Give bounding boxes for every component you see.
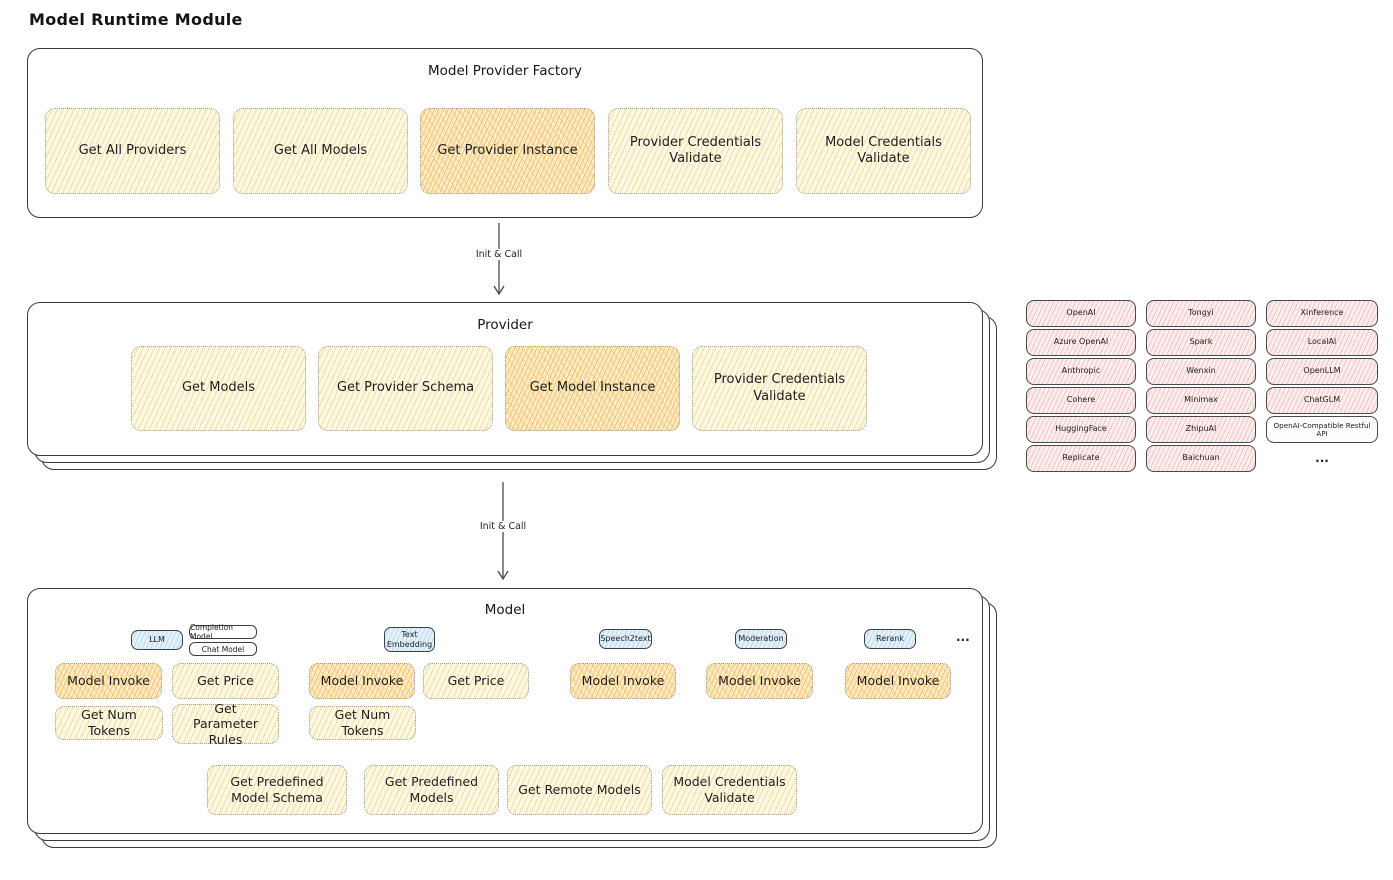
tag-chat-model: Chat Model (189, 642, 257, 656)
card-get-model-instance: Get Model Instance (505, 346, 680, 431)
provider-title: Provider (477, 317, 533, 333)
card-model-invoke-text-embedding: Model Invoke (309, 663, 415, 699)
card-get-price-text-embedding: Get Price (423, 663, 529, 699)
page-title: Model Runtime Module (29, 10, 243, 29)
arrow-init-call-2: Init & Call (476, 482, 530, 582)
tag-llm: LLM (131, 630, 183, 650)
provider-pill-minimax: Minimax (1146, 387, 1256, 414)
card-get-parameter-rules: Get Parameter Rules (172, 701, 279, 747)
tag-completion-model: Completion Model (189, 623, 257, 641)
factory-container: Model Provider Factory Get All Providers… (27, 48, 983, 218)
card-model-credentials-validate-2: Model Credentials Validate (662, 765, 797, 815)
arrow-init-call-1: Init & Call (472, 223, 526, 297)
provider-pill-azure-openai: Azure OpenAI (1026, 329, 1136, 356)
provider-pill-huggingface: HuggingFace (1026, 416, 1136, 443)
tag-rerank: Rerank (864, 629, 916, 649)
arrow-label: Init & Call (472, 249, 526, 260)
provider-pill-more: ... (1315, 451, 1329, 466)
card-get-predefined-models: Get Predefined Models (364, 765, 499, 815)
card-get-predefined-model-schema: Get Predefined Model Schema (207, 765, 347, 815)
factory-title: Model Provider Factory (427, 63, 582, 79)
tags-ellipsis: ... (956, 630, 970, 644)
provider-pill-cohere: Cohere (1026, 387, 1136, 414)
providers-grid: OpenAI Tongyi Xinference Azure OpenAI Sp… (1026, 300, 1378, 472)
card-model-invoke-rerank: Model Invoke (845, 663, 951, 699)
card-model-invoke-speech2text: Model Invoke (570, 663, 676, 699)
card-model-invoke-llm: Model Invoke (55, 663, 162, 699)
card-get-models: Get Models (131, 346, 306, 431)
model-container: Model LLM Completion Model Chat Model Te… (27, 588, 983, 834)
provider-pill-zhipuai: ZhipuAI (1146, 416, 1256, 443)
provider-pill-wenxin: Wenxin (1146, 358, 1256, 385)
tag-moderation: Moderation (735, 629, 787, 649)
card-get-num-tokens-text-embedding: Get Num Tokens (309, 706, 416, 740)
tag-text-embedding: Text Embedding (384, 627, 435, 652)
card-get-price-llm: Get Price (172, 663, 279, 699)
provider-pill-localai: LocalAI (1266, 329, 1378, 356)
provider-pill-xinference: Xinference (1266, 300, 1378, 327)
llm-subtags: Completion Model Chat Model (189, 623, 257, 656)
tag-speech2text: Speech2text (599, 629, 652, 649)
provider-pill-spark: Spark (1146, 329, 1256, 356)
provider-pill-chatglm: ChatGLM (1266, 387, 1378, 414)
card-get-all-models: Get All Models (233, 108, 408, 194)
card-get-all-providers: Get All Providers (45, 108, 220, 194)
card-provider-credentials-validate: Provider Credentials Validate (608, 108, 783, 194)
card-model-credentials-validate: Model Credentials Validate (796, 108, 971, 194)
provider-pill-replicate: Replicate (1026, 445, 1136, 472)
card-get-remote-models: Get Remote Models (507, 765, 652, 815)
provider-pill-anthropic: Anthropic (1026, 358, 1136, 385)
provider-pill-tongyi: Tongyi (1146, 300, 1256, 327)
provider-container: Provider Get Models Get Provider Schema … (27, 302, 983, 456)
card-get-num-tokens-llm: Get Num Tokens (55, 706, 163, 740)
arrow-label: Init & Call (476, 521, 530, 532)
card-provider-credentials-validate-2: Provider Credentials Validate (692, 346, 867, 431)
card-model-invoke-moderation: Model Invoke (706, 663, 813, 699)
provider-pill-openllm: OpenLLM (1266, 358, 1378, 385)
model-title: Model (484, 602, 526, 618)
arrow-line-icon (493, 223, 505, 296)
provider-pill-baichuan: Baichuan (1146, 445, 1256, 472)
card-get-provider-schema: Get Provider Schema (318, 346, 493, 431)
provider-pill-openai-compatible: OpenAI-Compatible Restful API (1266, 416, 1378, 443)
arrow-line-icon (497, 482, 509, 581)
provider-pill-openai: OpenAI (1026, 300, 1136, 327)
card-get-provider-instance: Get Provider Instance (420, 108, 595, 194)
